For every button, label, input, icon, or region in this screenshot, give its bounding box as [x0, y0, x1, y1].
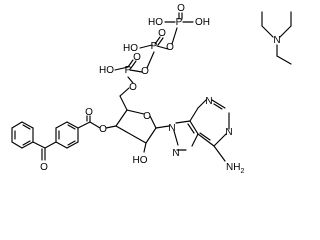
- bonds: [11, 11, 292, 162]
- label-nh2: NH2: [226, 162, 244, 175]
- label-oh-3: HO: [123, 43, 138, 54]
- atom-labels: HO P O OH O HO P O O HO P O O O O O HO O…: [40, 3, 281, 175]
- ketone-group: [32, 141, 57, 161]
- label-p-3: P: [125, 65, 132, 76]
- label-oh-4: HO: [99, 65, 114, 76]
- glycosidic-bond: [155, 125, 170, 129]
- label-o-bridge-1: O: [166, 42, 174, 53]
- label-oh-1: HO: [148, 17, 163, 28]
- pyrimidine-ring: [189, 99, 230, 147]
- triethylamine: [261, 11, 292, 65]
- label-o-ester: O: [99, 124, 107, 135]
- label-n-1: N: [225, 127, 232, 138]
- label-n-3: N: [205, 96, 212, 107]
- label-nh2-n: NH: [226, 162, 240, 173]
- label-o-bridge-3: O: [129, 82, 137, 93]
- label-o-bridge-2: O: [141, 66, 149, 77]
- phenylene-ring: [55, 121, 79, 149]
- label-o-carbonyl-ester: O: [85, 107, 93, 118]
- label-o-dbl-3: O: [133, 52, 141, 63]
- label-oh-5: HO: [133, 155, 148, 166]
- phenyl-ring: [11, 121, 34, 149]
- label-amine-n: N: [273, 35, 280, 46]
- imidazole-ring: [173, 120, 199, 151]
- label-o-dbl-2: O: [158, 28, 166, 39]
- label-o-ring: O: [143, 111, 151, 122]
- label-p-1: P: [176, 17, 183, 28]
- ribose-ring: [115, 87, 157, 153]
- ester-group: [77, 115, 117, 129]
- amino-bond: [213, 145, 226, 162]
- triphosphate-chain: [114, 12, 194, 84]
- label-n-7: N: [172, 148, 179, 159]
- label-nh2-subscript: 2: [240, 168, 244, 175]
- label-o-dbl-1: O: [177, 3, 185, 14]
- chemical-structure: HO P O OH O HO P O O HO P O O O O O HO O…: [11, 3, 292, 175]
- label-oh-2: OH: [195, 17, 210, 28]
- label-p-2: P: [151, 41, 158, 52]
- label-n-9: N: [168, 123, 175, 134]
- label-o-ketone: O: [40, 162, 48, 173]
